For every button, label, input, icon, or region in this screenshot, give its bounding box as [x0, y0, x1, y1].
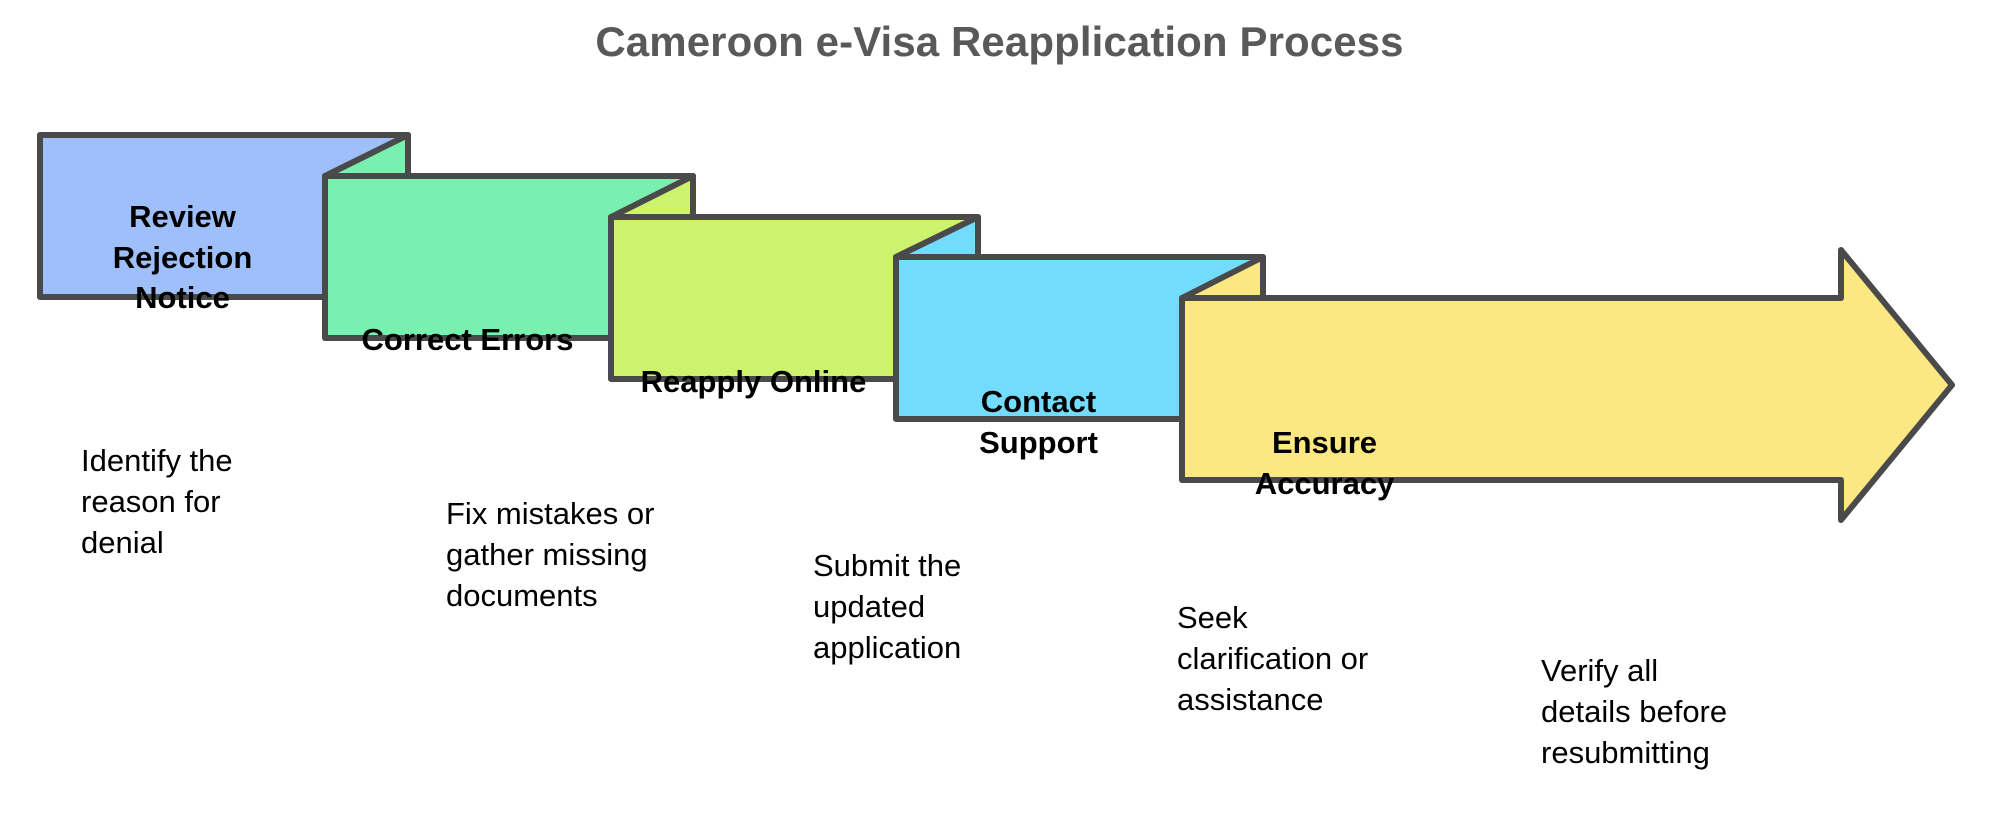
step-3-caption: Submit the updated application	[813, 548, 962, 666]
page-title: Cameroon e-Visa Reapplication Process	[595, 18, 1404, 65]
step-1-label: Review Rejection Notice	[112, 199, 253, 316]
step-1-caption: Identify the reason for denial	[81, 443, 233, 561]
step-3-label: Reapply Online	[640, 364, 867, 399]
step-4-label: Contact Support	[979, 384, 1098, 460]
step-5-caption: Verify all details before resubmitting	[1541, 653, 1728, 771]
step-5-arrow-body-with-head[interactable]	[1179, 247, 1955, 523]
step-4-caption: Seek clarification or assistance	[1177, 600, 1369, 718]
step-5-label: Ensure Accuracy	[1254, 425, 1395, 501]
step-2-caption: Fix mistakes or gather missing documents	[446, 496, 655, 614]
step-2-label: Correct Errors	[361, 322, 574, 357]
